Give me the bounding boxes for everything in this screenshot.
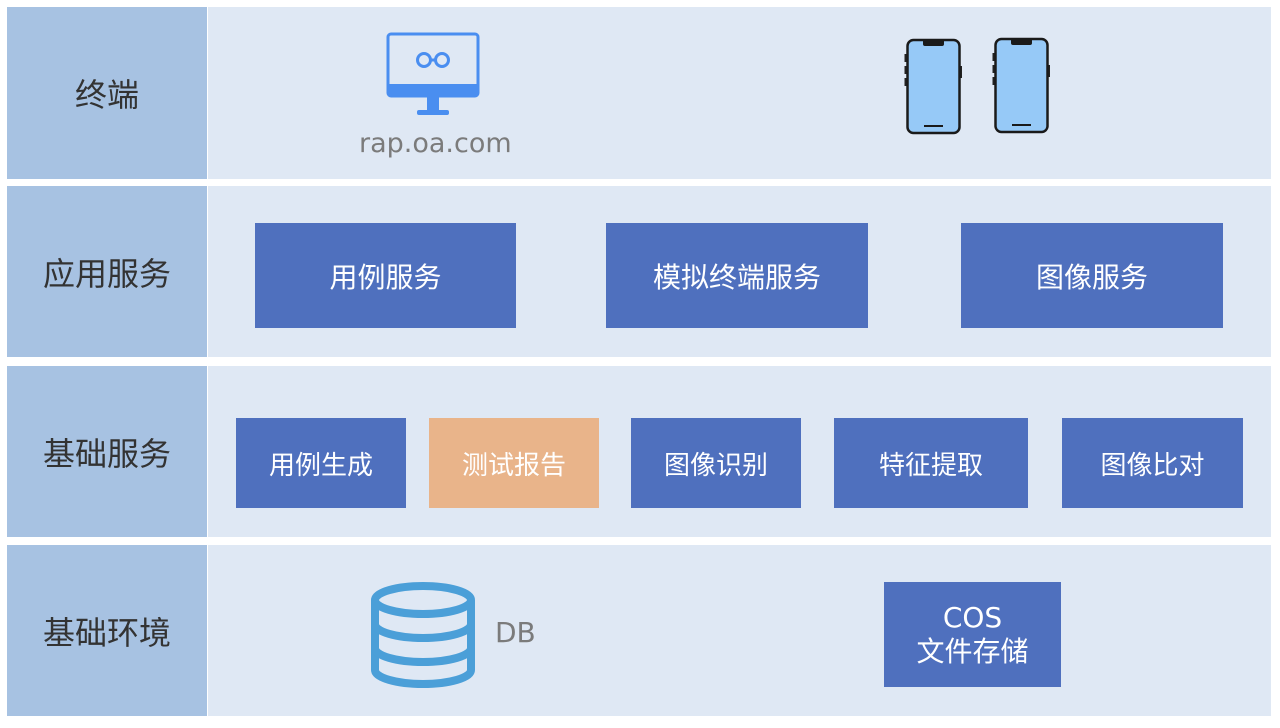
layer-label-base-env: 基础环境 <box>7 545 207 716</box>
layer-label-app-services: 应用服务 <box>7 186 207 357</box>
cos-subtitle: 文件存储 <box>916 634 1029 668</box>
base-service-box: 特征提取 <box>834 418 1028 508</box>
app-service-box: 模拟终端服务 <box>606 223 868 328</box>
app-service-box: 用例服务 <box>255 223 516 328</box>
base-service-box: 用例生成 <box>236 418 406 508</box>
phone-icon <box>904 38 962 135</box>
monitor-icon <box>386 32 480 115</box>
db-label: DB <box>495 616 536 649</box>
cos-storage-box: COS 文件存储 <box>884 582 1061 687</box>
layer-label-terminal: 终端 <box>7 7 207 179</box>
layer-label-base-services: 基础服务 <box>7 366 207 537</box>
database-icon <box>371 582 475 688</box>
web-caption: rap.oa.com <box>359 128 512 159</box>
cos-title: COS <box>942 600 1003 634</box>
app-service-box: 图像服务 <box>961 223 1223 328</box>
base-service-box-highlighted: 测试报告 <box>429 418 599 508</box>
base-service-box: 图像识别 <box>631 418 801 508</box>
layer-terminal <box>208 7 1271 179</box>
base-service-box: 图像比对 <box>1062 418 1243 508</box>
phone-icon <box>992 37 1050 134</box>
